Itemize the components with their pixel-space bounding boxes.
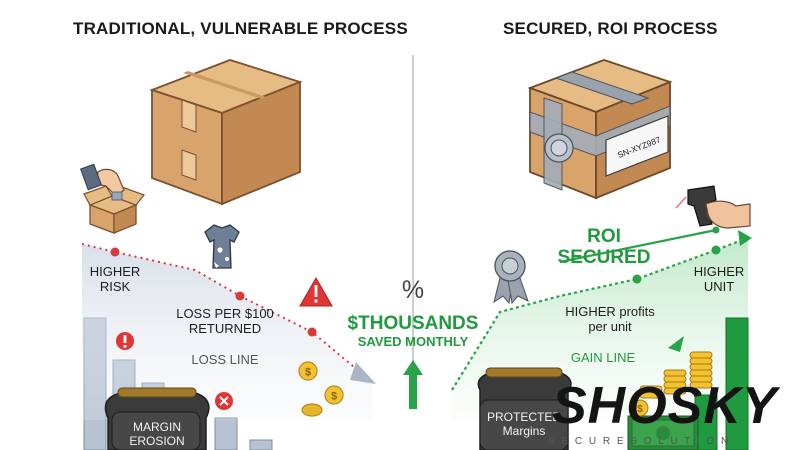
right-bar-columns xyxy=(694,317,749,450)
gain-dotted-line xyxy=(451,238,743,391)
savings-subtitle: SAVED MONTHLY xyxy=(357,334,469,349)
svg-text:$: $ xyxy=(331,391,337,403)
protected-purse-icon xyxy=(477,367,572,450)
barcode-tag-icon xyxy=(605,115,669,177)
shosky-tagline: S E C U R E S O L U T I O N xyxy=(548,436,731,447)
loss-point-1 xyxy=(110,247,120,257)
cardboard-box-icon xyxy=(149,59,303,206)
savings-title: $THOUSANDS xyxy=(347,313,479,334)
left-heading: TRADITIONAL, VULNERABLE PROCESS xyxy=(73,19,408,38)
open-box-hand-icon xyxy=(80,163,145,234)
roi-secured-label: ROI SECURED xyxy=(557,226,651,268)
loss-area xyxy=(82,244,372,420)
barcode-scanner-icon xyxy=(675,185,751,229)
gain-upper-line xyxy=(559,228,717,264)
coin-stacks-icon xyxy=(639,351,713,399)
x-circle-icon xyxy=(215,392,233,410)
gain-line-label: GAIN LINE xyxy=(570,350,636,365)
loss-dotted-line xyxy=(81,243,361,373)
gain-point-1 xyxy=(632,274,642,284)
svg-text:$: $ xyxy=(637,404,643,415)
coin-up-arrow-icon xyxy=(668,336,684,352)
loss-per-label: LOSS PER $100 RETURNED xyxy=(176,306,274,336)
loss-point-2 xyxy=(235,291,245,301)
damaged-shirt-icon xyxy=(204,224,240,269)
margin-erosion-label: MARGIN EROSION xyxy=(129,420,185,448)
falling-coins-icon: $ $ xyxy=(298,361,344,417)
gain-point-2 xyxy=(711,245,721,255)
higher-profits-label: HIGHER profits per unit xyxy=(565,304,655,334)
protected-margins-label: PROTECTED Margins xyxy=(486,410,561,438)
gain-point-3 xyxy=(712,226,720,234)
cash-bundle-icon: $ xyxy=(627,399,699,450)
secured-box-icon xyxy=(527,59,673,200)
savings-up-arrow-icon xyxy=(403,360,423,409)
higher-unit-label: HIGHER UNIT xyxy=(693,264,745,294)
svg-text:$: $ xyxy=(305,367,311,379)
percent-symbol: % xyxy=(401,276,425,304)
right-heading: SECURED, ROI PROCESS xyxy=(503,19,718,38)
loss-arrowhead xyxy=(350,362,376,384)
warning-triangle-icon xyxy=(299,276,333,307)
award-ribbon-icon xyxy=(493,250,529,305)
loss-line-label: LOSS LINE xyxy=(191,352,259,367)
loss-point-3 xyxy=(307,327,317,337)
alert-circle-icon xyxy=(116,332,134,350)
higher-risk-label: HIGHER RISK xyxy=(89,264,141,294)
shosky-logo: SHOSKY xyxy=(552,377,778,435)
gain-arrowhead xyxy=(738,230,752,246)
margin-purse-icon xyxy=(104,387,210,450)
